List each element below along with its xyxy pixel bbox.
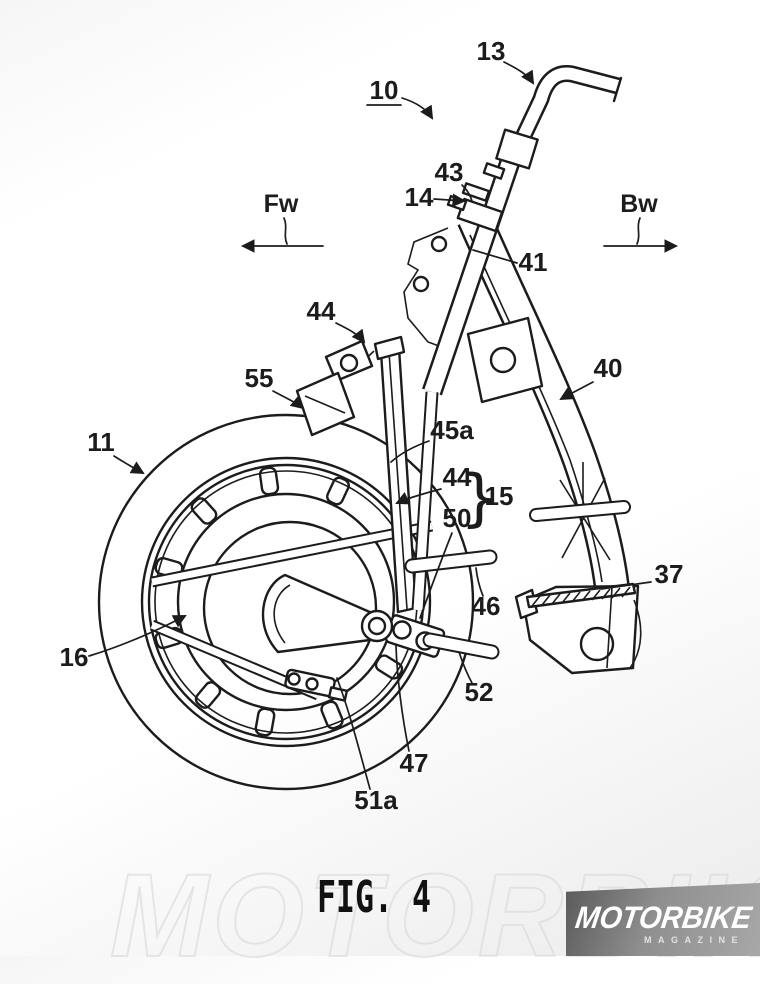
handlebar bbox=[496, 74, 621, 169]
ref-41: 41 bbox=[519, 247, 548, 277]
ref-13: 13 bbox=[477, 36, 506, 66]
label-44-upper: 44 bbox=[307, 296, 364, 342]
forward-direction-arrow: Fw bbox=[243, 190, 323, 246]
ref-10: 10 bbox=[370, 75, 399, 105]
ref-15: 15 bbox=[485, 481, 514, 511]
ref-44-upper: 44 bbox=[307, 296, 336, 326]
logo-title: MOTORBIKE bbox=[573, 903, 753, 933]
backward-direction-arrow: Bw bbox=[604, 190, 676, 246]
ref-52: 52 bbox=[465, 677, 494, 707]
label-16: 16 bbox=[60, 616, 185, 672]
caliper-bracket bbox=[297, 341, 372, 435]
ref-45a: 45a bbox=[430, 415, 474, 445]
label-10: 10 bbox=[367, 75, 432, 118]
ref-46: 46 bbox=[472, 591, 501, 621]
label-11: 11 bbox=[87, 427, 143, 473]
motorbike-magazine-logo: MOTORBIKE MAGAZINE bbox=[566, 883, 760, 956]
patent-figure-drawing: Fw Bw 13 10 43 14 41 44 55 11 4 bbox=[0, 0, 760, 956]
forward-label: Fw bbox=[264, 190, 299, 218]
label-13: 13 bbox=[477, 36, 533, 83]
ref-16: 16 bbox=[60, 642, 89, 672]
ref-51a: 51a bbox=[354, 785, 398, 815]
label-46: 46 bbox=[472, 568, 501, 621]
ref-14: 14 bbox=[405, 182, 434, 212]
figure-caption: FIG. 4 bbox=[317, 872, 431, 923]
label-15-group: } 15 bbox=[460, 461, 513, 534]
ref-43: 43 bbox=[435, 157, 464, 187]
ref-55: 55 bbox=[245, 363, 274, 393]
label-55: 55 bbox=[245, 363, 303, 408]
ref-37: 37 bbox=[655, 559, 684, 589]
ref-11: 11 bbox=[87, 427, 115, 457]
lower-bracket bbox=[516, 584, 641, 673]
ref-40: 40 bbox=[594, 353, 623, 383]
backward-label: Bw bbox=[620, 190, 658, 218]
logo-subtitle: MAGAZINE bbox=[644, 935, 744, 945]
ref-47: 47 bbox=[400, 748, 429, 778]
